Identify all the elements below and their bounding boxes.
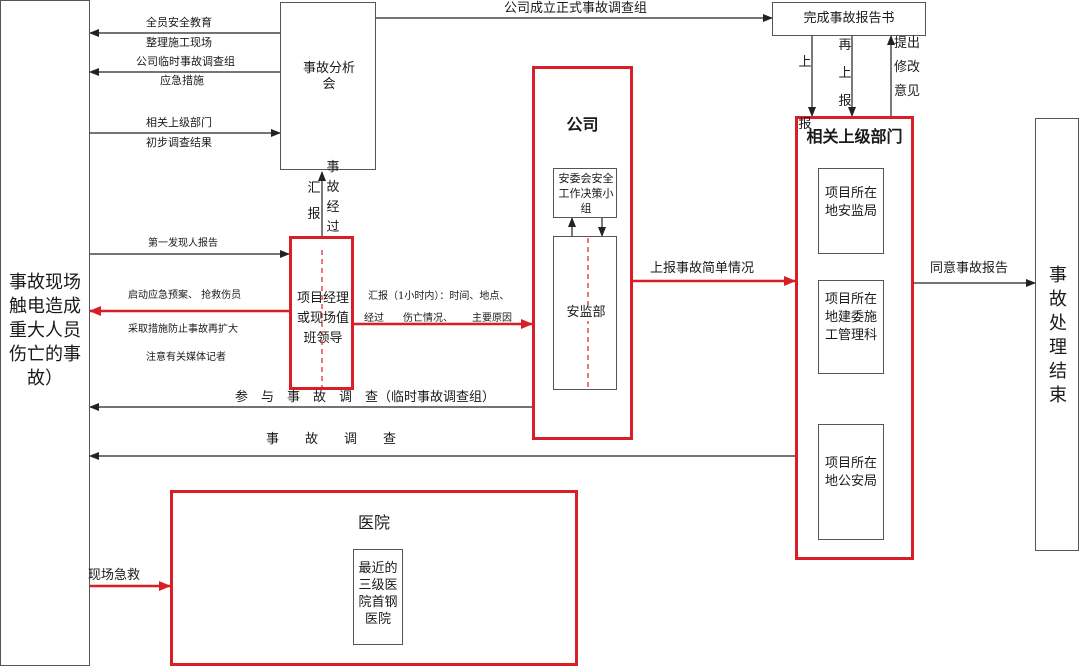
label-report-after: 汇报	[307, 181, 321, 222]
company-title: 公司	[566, 115, 599, 134]
label-preliminary-result: 初步调查结果	[146, 136, 212, 149]
label-report-1h: 汇报（1小时内）：时间、地点、	[368, 291, 510, 302]
analysis-meeting-box: 事故分析会	[280, 2, 376, 170]
safety-supervision-text: 安监部	[558, 305, 614, 321]
project-manager-text: 项目经理或现场值班领导	[296, 291, 349, 346]
company-box: 公司	[532, 66, 633, 440]
report-book-text: 完成事故报告书	[803, 11, 895, 26]
label-onsite-rescue: 现场急救	[88, 568, 141, 583]
label-report-cause: 主要原因	[472, 313, 512, 324]
label-simple-report: 上报事故简单情况	[650, 261, 755, 276]
accident-scene-box: 事故现场触电造成重大人员伤亡的事故）	[0, 0, 90, 666]
label-report-up: 上报	[798, 55, 812, 132]
accident-scene-text: 事故现场触电造成重大人员伤亡的事故）	[9, 272, 81, 389]
nearest-hospital-text: 最近的三级医院首钢医院	[358, 561, 398, 627]
label-report-casualty: 伤亡情况、	[403, 313, 453, 324]
label-investigation: 事 故 调 查	[266, 432, 397, 447]
upper-dept-title: 相关上级部门	[806, 127, 903, 146]
process-end-box: 事故处理结束	[1035, 118, 1079, 551]
label-upper-dept: 相关上级部门	[146, 116, 212, 129]
label-emergency-measures: 应急措施	[160, 74, 204, 87]
hospital-box: 医院	[170, 490, 578, 666]
label-safety-education: 全员安全教育	[146, 16, 212, 29]
dept-item-text: 项目所在地公安局	[825, 456, 878, 489]
dept-item-police: 项目所在地公安局	[818, 424, 884, 540]
label-report-process: 经过	[364, 313, 384, 324]
safety-committee-text: 安委会安全工作决策小组	[558, 172, 614, 215]
label-participate: 参 与 事 故 调 查（临时事故调查组）	[235, 390, 496, 405]
safety-supervision-box: 安监部	[553, 236, 617, 390]
label-temp-team: 公司临时事故调查组	[136, 55, 235, 68]
label-formal-team: 公司成立正式事故调查组	[504, 1, 648, 16]
label-notice-media: 注意有关媒体记者	[146, 352, 226, 363]
hospital-title: 医院	[357, 513, 390, 532]
safety-committee-box: 安委会安全工作决策小组	[553, 168, 617, 218]
label-revise-opinion: 提出修改意见	[893, 36, 920, 99]
upper-dept-box: 相关上级部门	[795, 116, 914, 560]
process-end-text: 事故处理结束	[1049, 265, 1067, 406]
dept-item-text: 项目所在地安监局	[825, 186, 878, 219]
analysis-meeting-text: 事故分析会	[302, 61, 355, 92]
dept-item-text: 项目所在地建委施工管理科	[824, 292, 877, 343]
report-book-box: 完成事故报告书	[772, 2, 926, 36]
label-first-report: 第一发现人报告	[148, 238, 218, 249]
dept-item-construction: 项目所在地建委施工管理科	[818, 280, 884, 374]
label-report-again: 再上报	[838, 38, 852, 109]
nearest-hospital-box: 最近的三级医院首钢医院	[353, 549, 403, 645]
label-agree-report: 同意事故报告	[930, 261, 1009, 276]
dept-item-safety-bureau: 项目所在地安监局	[818, 168, 884, 254]
label-prevent-expand: 采取措施防止事故再扩大	[128, 324, 238, 335]
project-manager-box: 项目经理或现场值班领导	[289, 236, 354, 390]
label-after-process: 事故经过	[326, 160, 340, 235]
label-start-plan: 启动应急预案、 抢救伤员	[128, 290, 242, 301]
label-tidy-site: 整理施工现场	[146, 36, 212, 49]
